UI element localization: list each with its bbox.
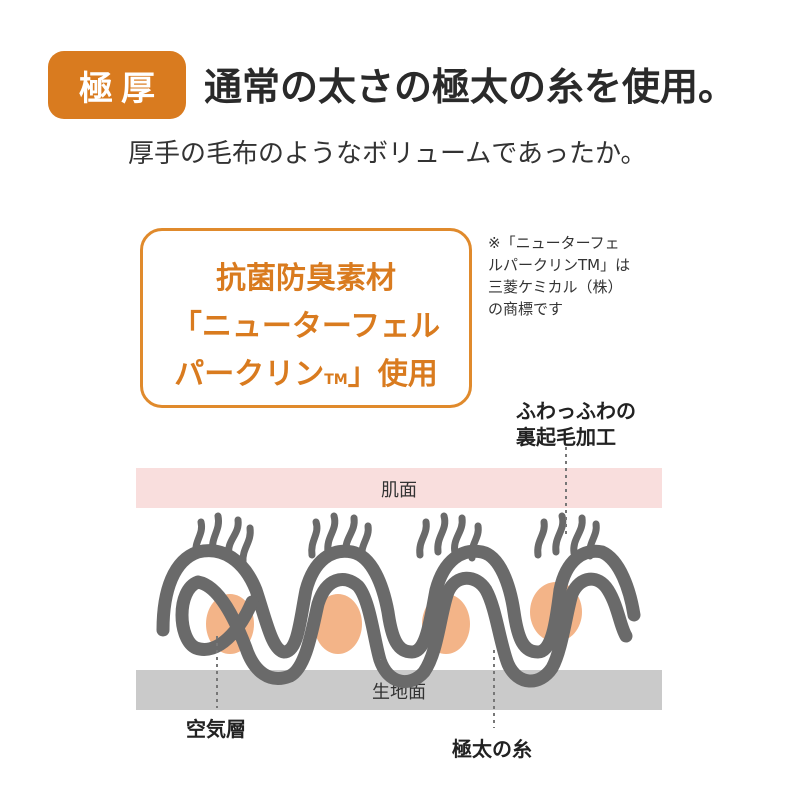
fiber-strand bbox=[358, 522, 372, 562]
fiber-strand bbox=[324, 512, 339, 556]
brushed-fleece-label-line-2: 裏起毛加工 bbox=[516, 425, 616, 449]
fiber-strand bbox=[308, 518, 321, 559]
fiber-strand bbox=[451, 514, 466, 557]
leader-lines bbox=[216, 447, 567, 728]
fiber-strand bbox=[434, 512, 449, 556]
material-line-3-end: 」使用 bbox=[347, 357, 438, 392]
brushed-fleece-label-line-1: ふわっふわの bbox=[516, 399, 636, 423]
material-line-1: 抗菌防臭素材 bbox=[216, 261, 396, 296]
fiber-strand bbox=[552, 512, 567, 556]
material-line-3-main: パークリン bbox=[174, 357, 325, 392]
extra-thick-badge: 極厚 bbox=[48, 51, 186, 119]
fabric-side-label: 生地面 bbox=[372, 682, 426, 703]
note-line-1: ※「ニューターフェ bbox=[488, 234, 620, 252]
fiber-strand bbox=[570, 514, 586, 557]
headline: 通常の太さの極太の糸を使用。 bbox=[204, 64, 737, 109]
thick-yarn-label: 極太の糸 bbox=[452, 737, 532, 761]
skin-side-band: 肌面 bbox=[136, 468, 662, 508]
fiber-strand bbox=[416, 518, 430, 559]
material-line-2: 「ニューターフェル bbox=[171, 309, 441, 344]
fiber-strand bbox=[192, 518, 206, 559]
thick-yarn-outer bbox=[156, 544, 641, 659]
fiber-strand bbox=[225, 516, 242, 560]
thick-yarn-inner bbox=[175, 571, 633, 688]
note-line-2: ルパークリンTM」は bbox=[488, 256, 631, 274]
fiber-strand bbox=[342, 514, 358, 557]
note-line-4: の商標です bbox=[488, 300, 564, 318]
fiber-strand bbox=[586, 520, 600, 560]
badge-label: 極厚 bbox=[79, 68, 163, 109]
brushed-fleece-label: ふわっふわの 裏起毛加工 bbox=[516, 398, 636, 450]
brushed-fibers bbox=[192, 512, 600, 566]
air-layer-label: 空気層 bbox=[186, 717, 246, 741]
material-line-3: パークリンTM」使用 bbox=[143, 349, 469, 393]
subheadline: 厚手の毛布のようなボリュームであったか。 bbox=[128, 139, 647, 169]
fiber-strand bbox=[468, 522, 482, 562]
trademark-note: ※「ニューターフェ ルパークリンTM」は 三菱ケミカル（株） の商標です bbox=[488, 232, 630, 320]
fiber-strand bbox=[534, 518, 548, 559]
antibacterial-material-box: 抗菌防臭素材 「ニューターフェル パークリンTM」使用 bbox=[140, 228, 472, 408]
skin-side-label: 肌面 bbox=[381, 480, 417, 501]
trademark-mark: TM bbox=[324, 372, 348, 388]
air-pocket bbox=[314, 594, 362, 654]
note-line-3: 三菱ケミカル（株） bbox=[488, 278, 623, 296]
fiber-strand bbox=[208, 512, 223, 557]
fiber-strand bbox=[239, 524, 254, 566]
